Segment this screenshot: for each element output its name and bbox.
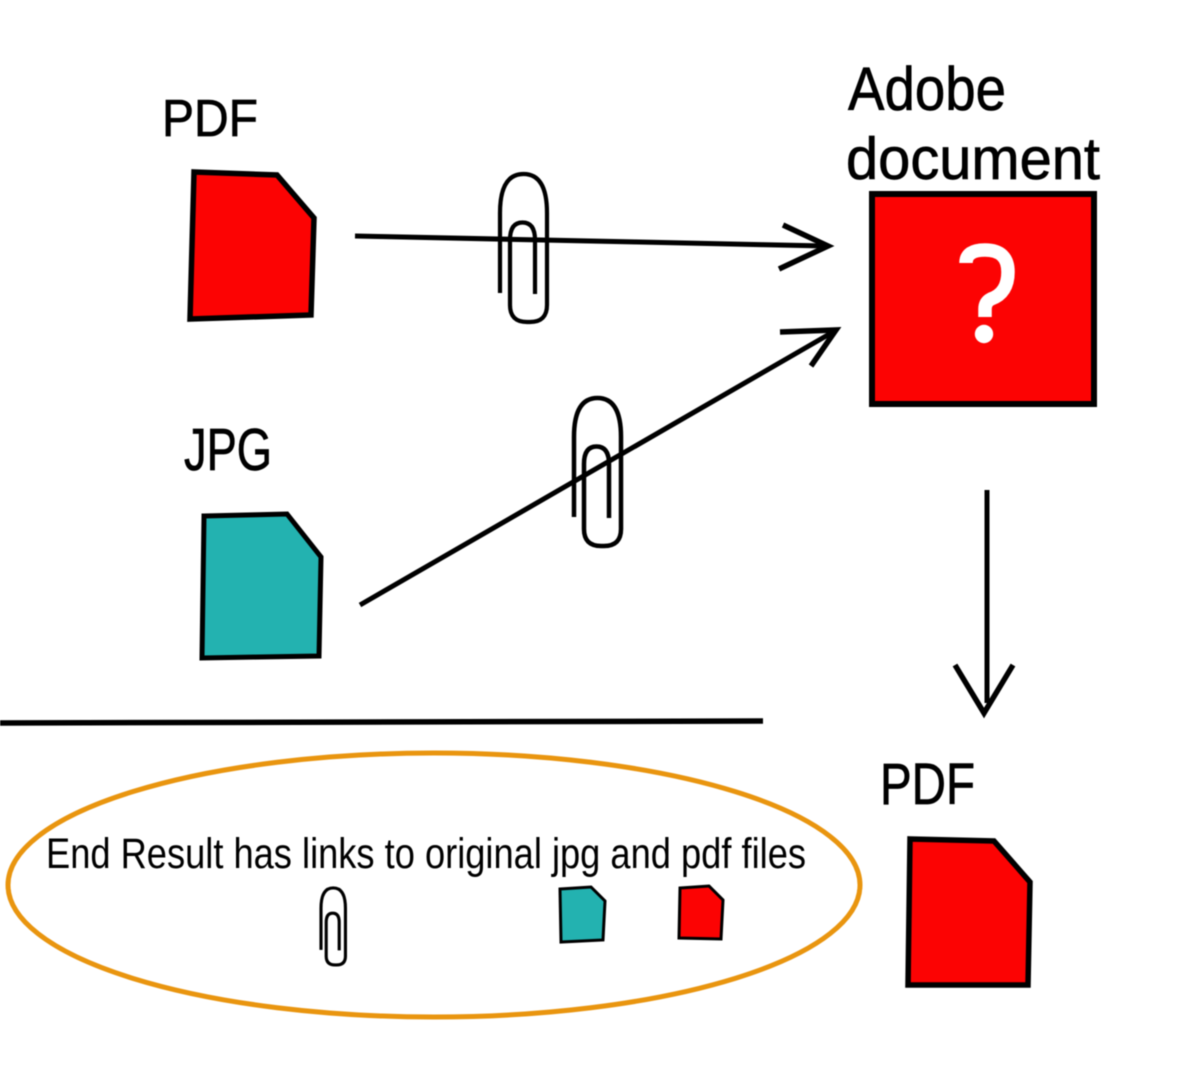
svg-text:End Result has links to origin: End Result has links to original jpg and… xyxy=(46,830,806,878)
svg-text:JPG: JPG xyxy=(184,417,272,483)
svg-text:PDF: PDF xyxy=(880,752,975,817)
svg-text:PDF: PDF xyxy=(162,89,258,147)
svg-text:Adobe: Adobe xyxy=(848,55,1006,123)
svg-text:document: document xyxy=(846,126,1100,192)
